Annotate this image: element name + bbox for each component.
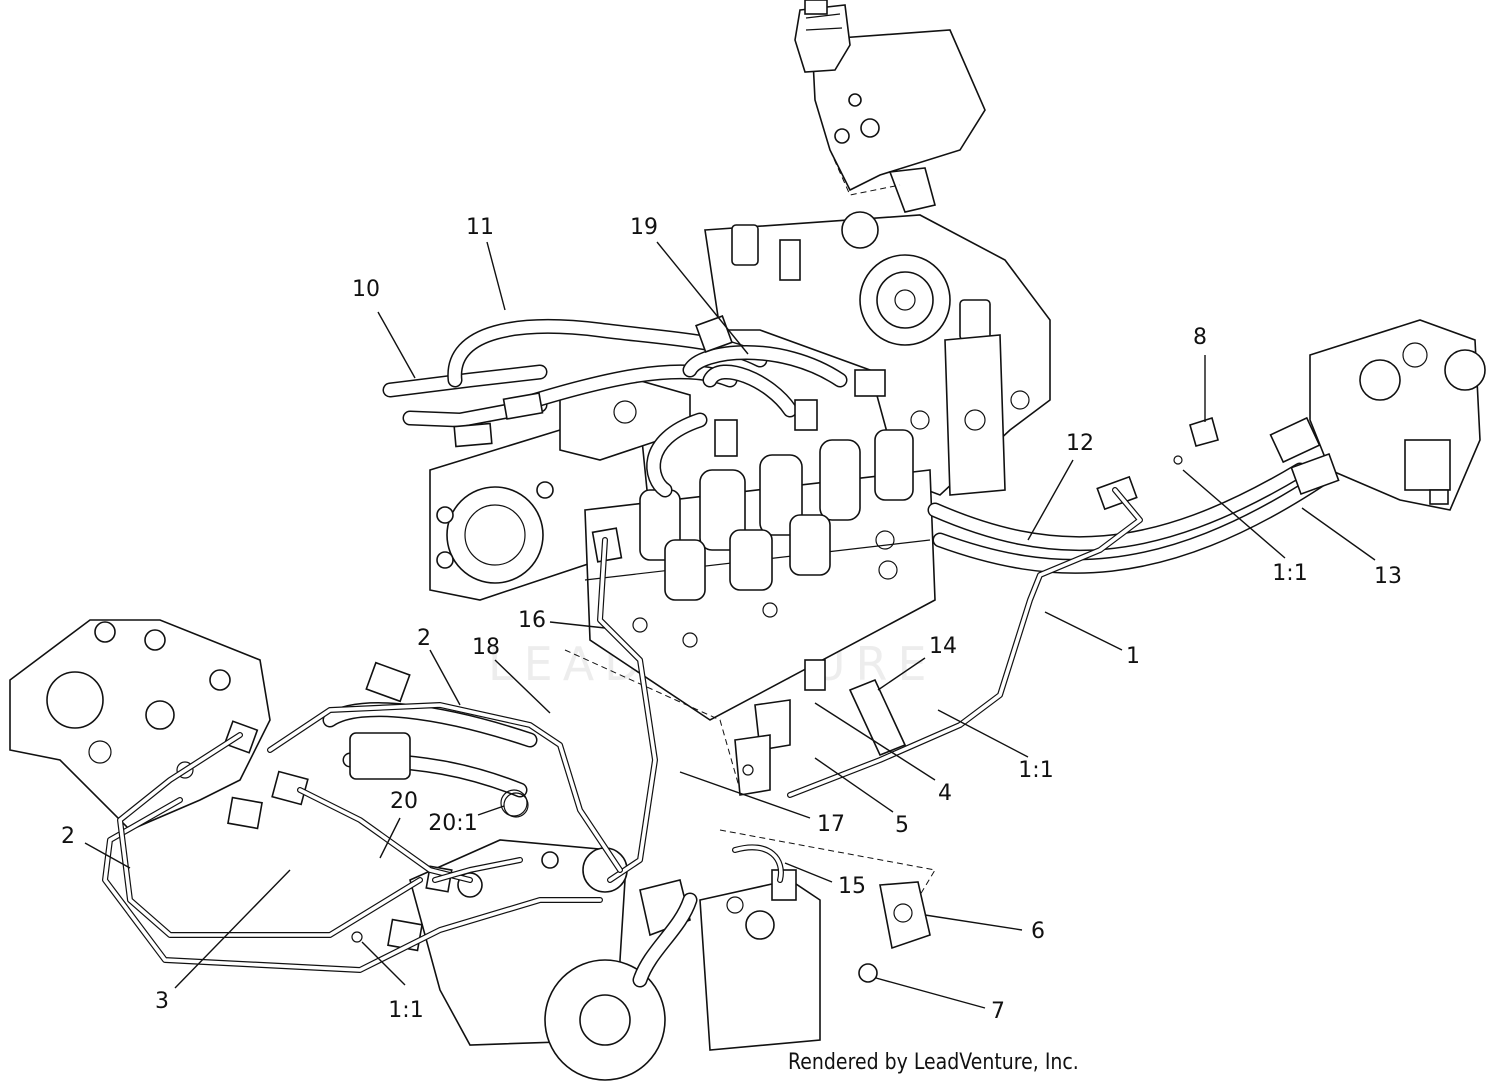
valve-manifold: [584, 429, 936, 721]
callout-14: 14: [929, 634, 957, 659]
callout-2-upper: 2: [417, 626, 431, 651]
top-valve-block: [794, 0, 986, 213]
hoses: [322, 319, 1328, 988]
main-pump-assembly: [704, 211, 1051, 496]
callout-19: 19: [630, 215, 658, 240]
callout-11: 11: [466, 215, 494, 240]
callout-20: 20: [390, 789, 418, 814]
callout-2-lower: 2: [61, 824, 75, 849]
brackets: [734, 699, 931, 983]
callout-12: 12: [1066, 431, 1094, 456]
callout-4: 4: [938, 781, 952, 806]
left-lower-pump: [9, 619, 271, 831]
callout-1-1-bottom: 1:1: [388, 998, 423, 1023]
callout-20-1: 20:1: [428, 811, 477, 836]
callout-8: 8: [1193, 325, 1207, 350]
callout-17: 17: [817, 812, 845, 837]
callout-5: 5: [895, 813, 909, 838]
render-credit: Rendered by LeadVenture, Inc.: [788, 1050, 1079, 1075]
bottom-pump: [409, 839, 821, 1081]
right-valve-block: [1309, 319, 1486, 511]
callout-3: 3: [155, 989, 169, 1014]
callout-13: 13: [1374, 564, 1402, 589]
callout-6: 6: [1031, 919, 1045, 944]
tubes: [102, 487, 1143, 973]
callout-1-1-right: 1:1: [1272, 561, 1307, 586]
callout-1: 1: [1126, 644, 1140, 669]
callout-7: 7: [991, 999, 1005, 1024]
callout-10: 10: [352, 277, 380, 302]
callout-16: 16: [518, 608, 546, 633]
leader-lines: [84, 241, 1376, 1009]
callout-1-1-middle: 1:1: [1018, 758, 1053, 783]
callout-18: 18: [472, 635, 500, 660]
callout-15: 15: [838, 874, 866, 899]
callouts: 1 2 2 3 4 5 6 7 8 10 11 12 13 14 15 16 1…: [61, 215, 1402, 1024]
o-ring-icon: [503, 792, 529, 818]
